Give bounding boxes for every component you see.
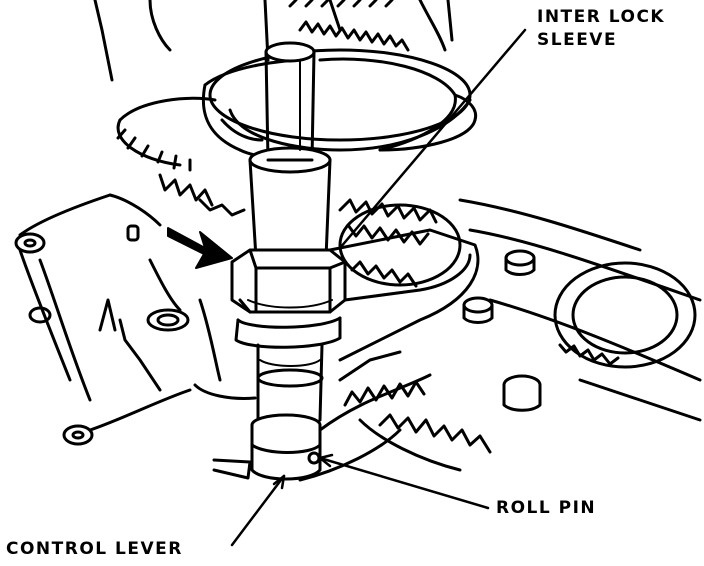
- roll-pin-leader: [318, 456, 490, 510]
- roll-pin-label: ROLL PIN: [496, 498, 597, 518]
- left-gear: [116, 96, 246, 217]
- pointer-arrow-icon: [167, 227, 233, 269]
- right-gear-teeth: [338, 198, 462, 288]
- interlock-sleeve: [230, 248, 347, 349]
- upper-gear-cluster: [93, 0, 472, 152]
- control-lever-label: CONTROL LEVER: [6, 539, 183, 559]
- right-housing: [458, 198, 702, 422]
- shift-shaft: [248, 41, 332, 260]
- shift-fork: [201, 57, 478, 162]
- control-lever-leader: [230, 474, 286, 547]
- leader-lines: [230, 28, 527, 547]
- interlock-sleeve-leader: [338, 28, 527, 250]
- interlock-label-line2: SLEEVE: [537, 30, 618, 50]
- left-housing: [14, 193, 257, 446]
- interlock-sleeve-label: INTER LOCK SLEEVE: [537, 6, 665, 52]
- lower-gear-teeth: [298, 380, 492, 482]
- lower-shaft: [212, 343, 324, 481]
- interlock-label-line1: INTER LOCK: [537, 7, 666, 27]
